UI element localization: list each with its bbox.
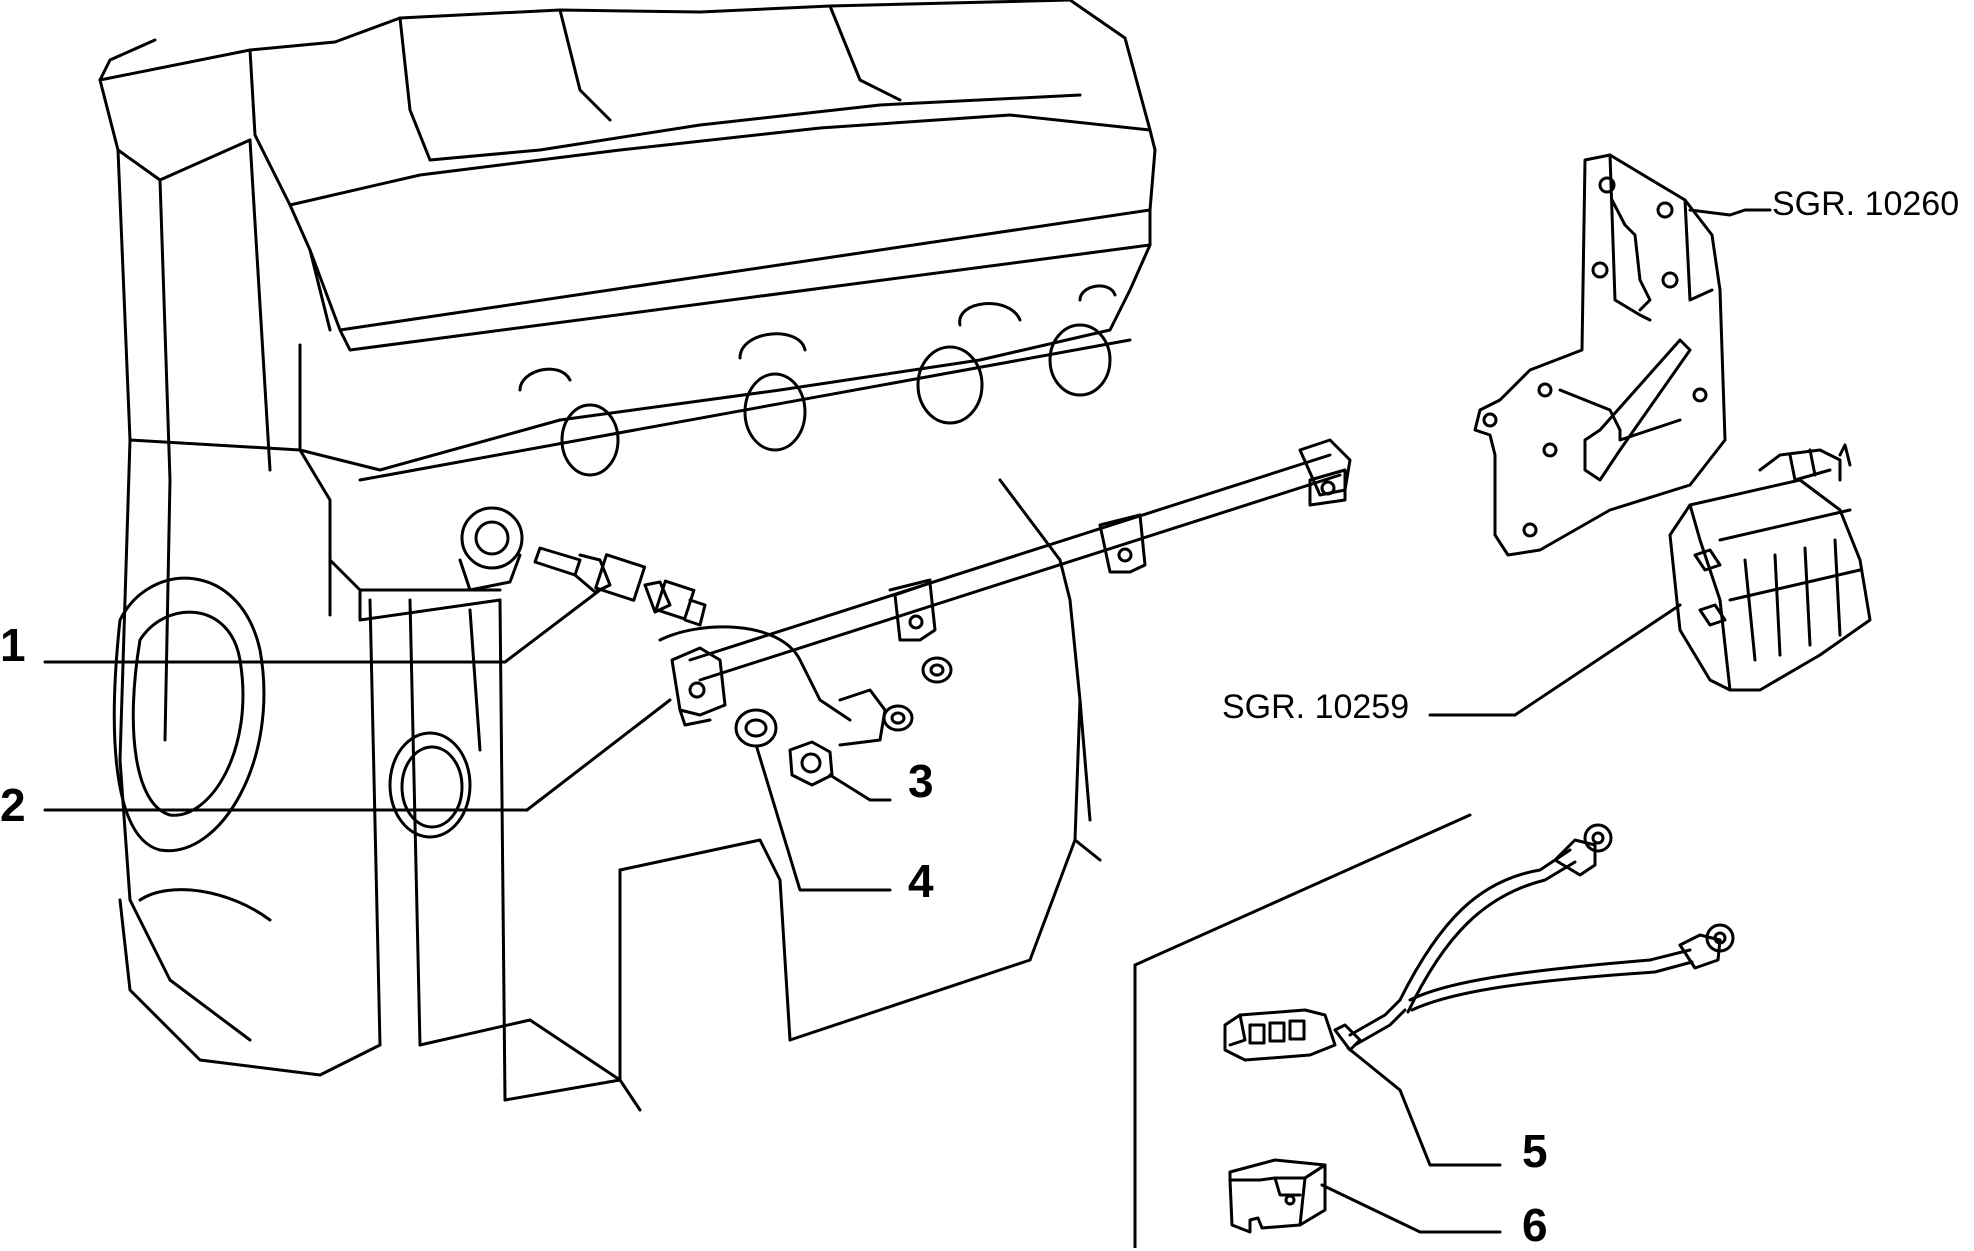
callout-leaders <box>43 660 529 812</box>
mounting-studs <box>838 656 953 747</box>
harness-rail-part-2 <box>525 438 1352 812</box>
bracket-sgr-10260 <box>1473 153 1772 557</box>
callout-5: 5 <box>1522 1125 1548 1177</box>
nut-part-3 <box>788 740 892 802</box>
reference-label-module: SGR. 10259 <box>1222 688 1410 726</box>
connector-part-5 <box>1223 823 1735 1167</box>
washer-part-4 <box>734 708 892 892</box>
inset-frame <box>1133 813 1472 1248</box>
sensor-part-1 <box>503 546 707 664</box>
engine-block <box>98 0 1157 1112</box>
callout-3: 3 <box>908 755 934 807</box>
callout-6: 6 <box>1522 1199 1548 1251</box>
callout-2: 2 <box>0 779 26 831</box>
callout-4: 4 <box>908 855 934 907</box>
callout-1: 1 <box>0 619 26 671</box>
block-part-6 <box>1228 1158 1502 1234</box>
reference-label-bracket: SGR. 10260 <box>1772 185 1960 223</box>
module-sgr-10259 <box>1428 443 1872 717</box>
